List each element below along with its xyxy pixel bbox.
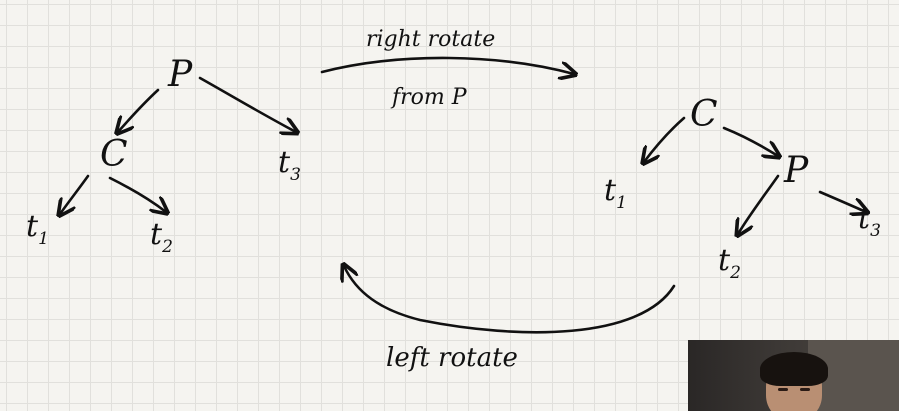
leaf-t2-left: t2 (150, 217, 173, 257)
edge-c-t1-right (644, 116, 686, 162)
edge-p-c-left (118, 88, 160, 132)
left-rotate-label: left rotate (386, 343, 518, 373)
leaf-t2-right: t2 (718, 243, 741, 283)
node-c-left: C (100, 134, 128, 175)
presenter-hair (760, 352, 828, 386)
edge-c-p-right (722, 126, 778, 156)
edge-p-t3-left (198, 76, 296, 132)
node-c-right: C (690, 94, 718, 135)
right-tree: C P t1 t2 t3 (604, 94, 881, 283)
edge-p-t3-right (818, 190, 866, 212)
webcam-overlay (688, 340, 899, 411)
rotation-annotations: right rotate from P left rotate (320, 27, 676, 373)
leaf-t3-right: t3 (858, 201, 881, 241)
node-p-left: P (167, 54, 193, 95)
right-rotate-arrow (320, 56, 574, 74)
leaf-t3-left: t3 (278, 145, 301, 185)
left-rotate-arrow (344, 266, 676, 334)
leaf-t1-right: t1 (604, 173, 627, 213)
edge-c-t1-left (60, 174, 90, 214)
right-rotate-label: right rotate (366, 27, 495, 52)
node-p-right: P (783, 150, 809, 191)
edge-p-t2-right (738, 174, 780, 234)
left-tree: P C t1 t2 t3 (26, 54, 301, 257)
edge-c-t2-left (108, 176, 166, 212)
presenter-right-eye (800, 388, 810, 391)
leaf-t1-left: t1 (26, 209, 49, 249)
from-p-label: from P (390, 85, 468, 110)
presenter-left-eye (778, 388, 788, 391)
